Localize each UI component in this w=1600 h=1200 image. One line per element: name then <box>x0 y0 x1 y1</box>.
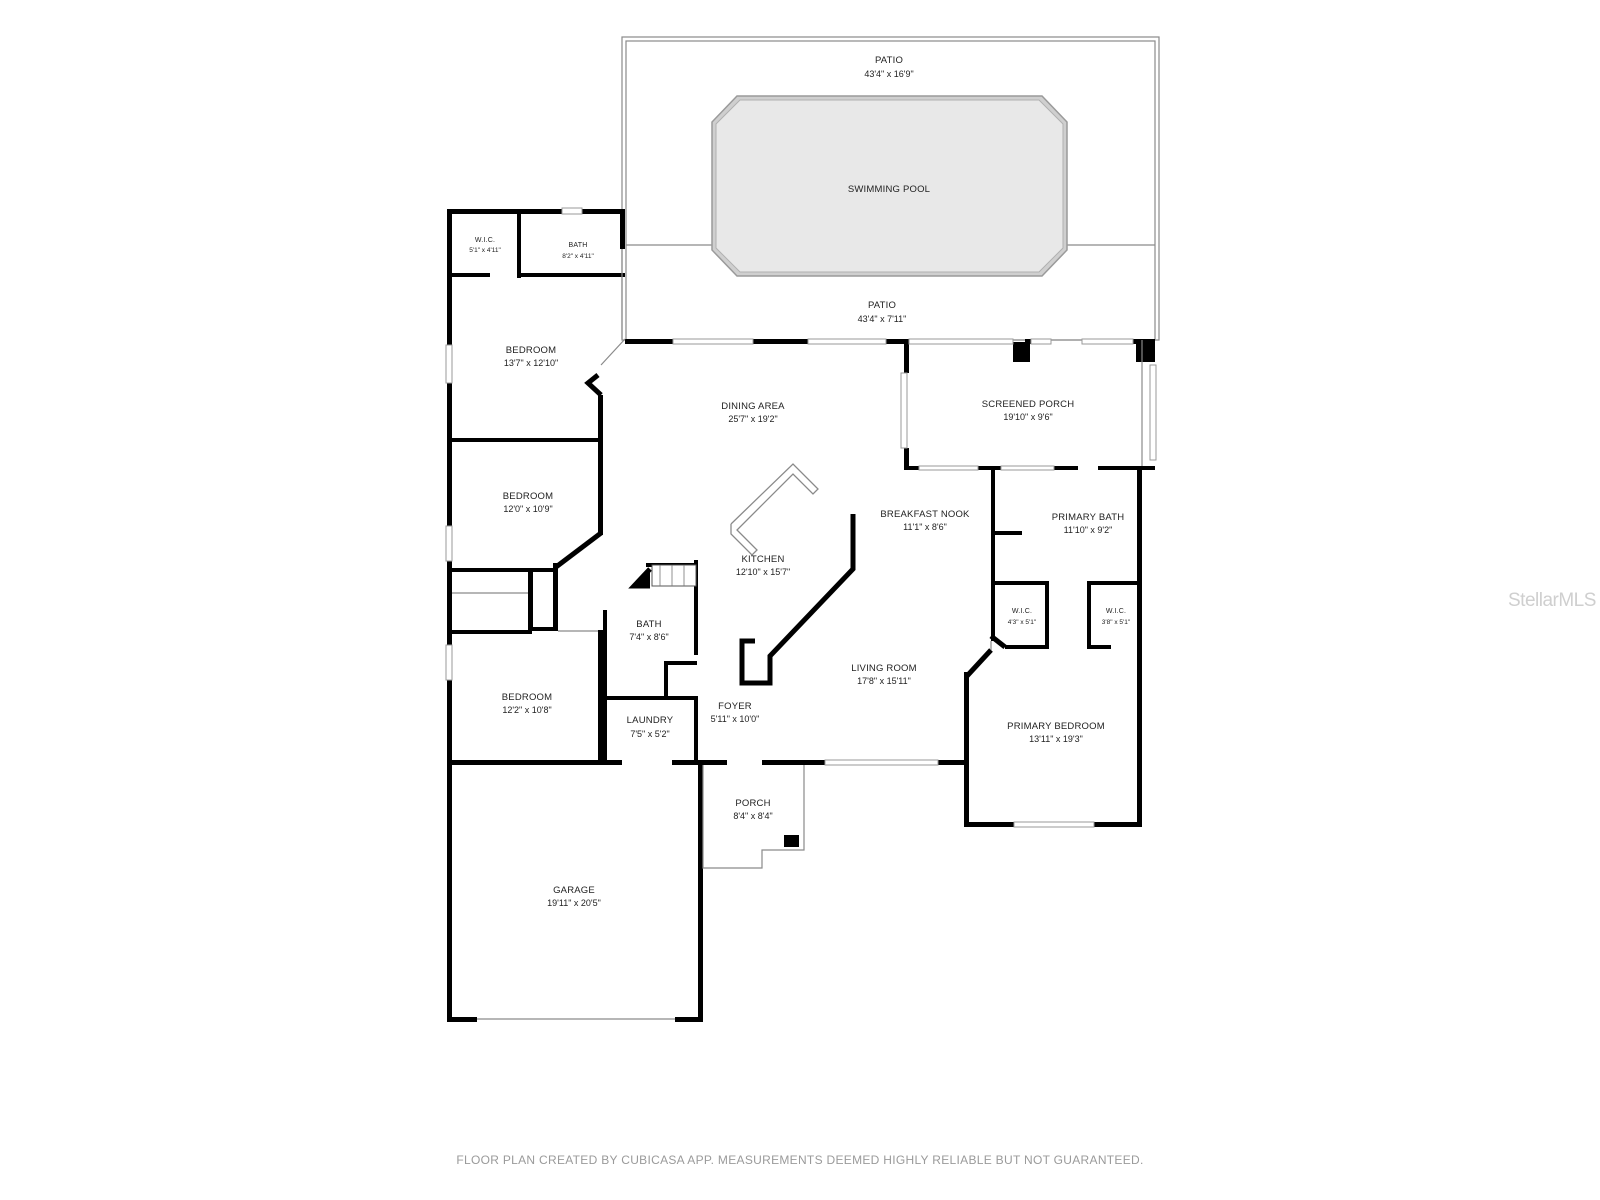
room-dims-kitchen: 12'10" x 15'7" <box>736 567 790 577</box>
room-dims-porch: 8'4" x 8'4" <box>733 811 772 821</box>
room-dims-wic-right: 3'8" x 5'1" <box>1102 619 1131 626</box>
room-dims-patio-bottom: 43'4" x 7'11" <box>858 314 907 324</box>
room-label-bedroom-2: BEDROOM <box>503 491 554 502</box>
kitchen-island <box>730 463 819 556</box>
room-dims-foyer: 5'11" x 10'0" <box>711 714 760 724</box>
room-label-bedroom-1: BEDROOM <box>506 345 557 356</box>
swimming-pool <box>711 95 1068 277</box>
room-labels: PATIO 43'4" x 16'9" SWIMMING POOL PATIO … <box>469 55 1131 908</box>
room-label-primary-bedroom: PRIMARY BEDROOM <box>1007 721 1105 732</box>
watermark-logo: StellarMLS <box>1508 590 1596 611</box>
room-label-wic-nw: W.I.C. <box>475 237 495 244</box>
room-dims-dining: 25'7" x 19'2" <box>728 414 777 424</box>
room-dims-living: 17'8" x 15'11" <box>857 676 911 686</box>
room-dims-patio-top: 43'4" x 16'9" <box>864 69 913 79</box>
room-label-porch: PORCH <box>735 798 770 809</box>
room-label-bedroom-3: BEDROOM <box>502 692 553 703</box>
thin-outlines <box>452 249 1143 1020</box>
room-label-living: LIVING ROOM <box>851 663 917 674</box>
room-dims-laundry: 7'5" x 5'2" <box>630 729 669 739</box>
footer-disclaimer: FLOOR PLAN CREATED BY CUBICASA APP. MEAS… <box>456 1153 1144 1167</box>
room-dims-screened-porch: 19'10" x 9'6" <box>1003 412 1052 422</box>
windows <box>445 207 1157 828</box>
room-label-screened-porch: SCREENED PORCH <box>982 399 1075 410</box>
room-dims-bedroom-1: 13'7" x 12'10" <box>504 358 558 368</box>
room-label-bath-center: BATH <box>636 619 661 630</box>
room-dims-breakfast-nook: 11'1" x 8'6" <box>903 522 947 532</box>
fireplace <box>634 564 697 587</box>
room-dims-primary-bath: 11'10" x 9'2" <box>1064 525 1113 535</box>
room-label-pool: SWIMMING POOL <box>848 184 930 195</box>
room-label-kitchen: KITCHEN <box>741 554 784 565</box>
room-dims-wic-nw: 5'1" x 4'11" <box>469 247 501 254</box>
room-dims-bath-center: 7'4" x 8'6" <box>629 632 668 642</box>
room-dims-wic-left: 4'3" x 5'1" <box>1008 619 1037 626</box>
room-dims-garage: 19'11" x 20'5" <box>547 898 601 908</box>
room-label-patio-bottom: PATIO <box>868 300 896 311</box>
room-dims-bedroom-2: 12'0" x 10'9" <box>503 504 552 514</box>
room-label-foyer: FOYER <box>718 701 752 712</box>
room-label-primary-bath: PRIMARY BATH <box>1052 512 1125 523</box>
room-label-dining: DINING AREA <box>721 401 785 412</box>
room-label-patio-top: PATIO <box>875 55 903 66</box>
room-label-wic-left: W.I.C. <box>1012 608 1032 615</box>
room-label-bath-nw: BATH <box>569 242 588 249</box>
room-label-garage: GARAGE <box>553 885 595 896</box>
room-label-breakfast-nook: BREAKFAST NOOK <box>880 509 970 520</box>
walls <box>447 209 1155 1022</box>
room-dims-primary-bedroom: 13'11" x 19'3" <box>1029 734 1083 744</box>
room-label-laundry: LAUNDRY <box>627 715 674 726</box>
room-label-wic-right: W.I.C. <box>1106 608 1126 615</box>
room-dims-bedroom-3: 12'2" x 10'8" <box>502 705 551 715</box>
room-dims-bath-nw: 8'2" x 4'11" <box>562 253 594 260</box>
